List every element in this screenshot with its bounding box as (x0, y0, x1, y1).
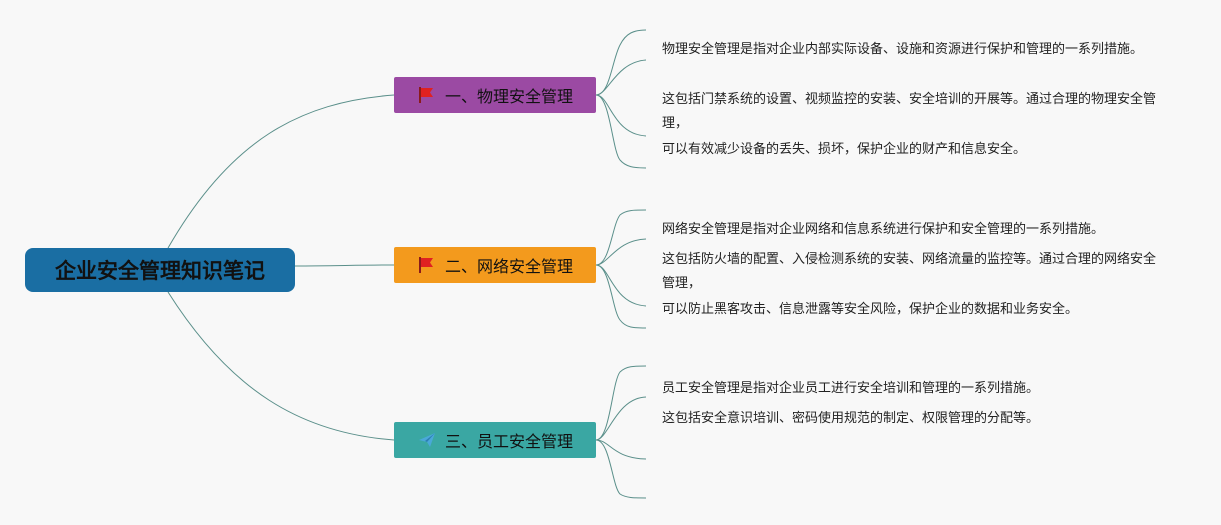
connector-root-topic-1 (167, 94, 395, 249)
connector-topic-3-note-4 (595, 439, 647, 499)
note-staff-2[interactable]: 这包括安全意识培训、密码使用规范的制定、权限管理的分配等。 (662, 411, 1040, 426)
note-network-1[interactable]: 网络安全管理是指对企业网络和信息系统进行保护和安全管理的一系列措施。 (662, 222, 1105, 237)
topic-staff-security[interactable]: 三、员工安全管理 (394, 422, 596, 458)
connector-topic-2-note-1 (595, 209, 647, 266)
connector-topic-2-note-2 (595, 238, 647, 266)
red-flag-icon (418, 257, 433, 273)
connector-topic-1-note-2 (595, 59, 647, 96)
topic-label: 二、网络安全管理 (444, 257, 573, 276)
note-network-3[interactable]: 可以防止黑客攻击、信息泄露等安全风险，保护企业的数据和业务安全。 (662, 302, 1079, 317)
red-flag-icon (418, 87, 433, 103)
topic-label: 三、员工安全管理 (444, 432, 573, 451)
connector-topic-3-note-2 (595, 396, 647, 441)
connector-topic-1-note-4 (595, 94, 647, 169)
connector-root-topic-3 (167, 291, 395, 441)
note-network-2[interactable]: 这包括防火墙的配置、入侵检测系统的安装、网络流量的监控等。通过合理的网络安全管理… (662, 252, 1157, 291)
connector-topic-1-note-1 (595, 29, 647, 96)
connector-topic-3-note-1 (595, 365, 647, 441)
note-physical-3[interactable]: 可以有效减少设备的丢失、损坏，保护企业的财产和信息安全。 (662, 142, 1027, 157)
connector-topic-3-note-3 (595, 439, 647, 460)
topic-label: 一、物理安全管理 (444, 87, 573, 106)
topic-physical-security[interactable]: 一、物理安全管理 (394, 77, 596, 113)
root-topic[interactable]: 企业安全管理知识笔记 (25, 248, 295, 292)
paper-plane-icon (418, 433, 435, 447)
note-staff-1[interactable]: 员工安全管理是指对企业员工进行安全培训和管理的一系列措施。 (662, 381, 1040, 396)
note-physical-1[interactable]: 物理安全管理是指对企业内部实际设备、设施和资源进行保护和管理的一系列措施。 (662, 42, 1144, 57)
topic-network-security[interactable]: 二、网络安全管理 (394, 247, 596, 283)
note-physical-2[interactable]: 这包括门禁系统的设置、视频监控的安装、安全培训的开展等。通过合理的物理安全管理， (662, 92, 1157, 131)
connector-topic-2-note-4 (595, 264, 647, 329)
connector-root-topic-2 (294, 264, 395, 267)
